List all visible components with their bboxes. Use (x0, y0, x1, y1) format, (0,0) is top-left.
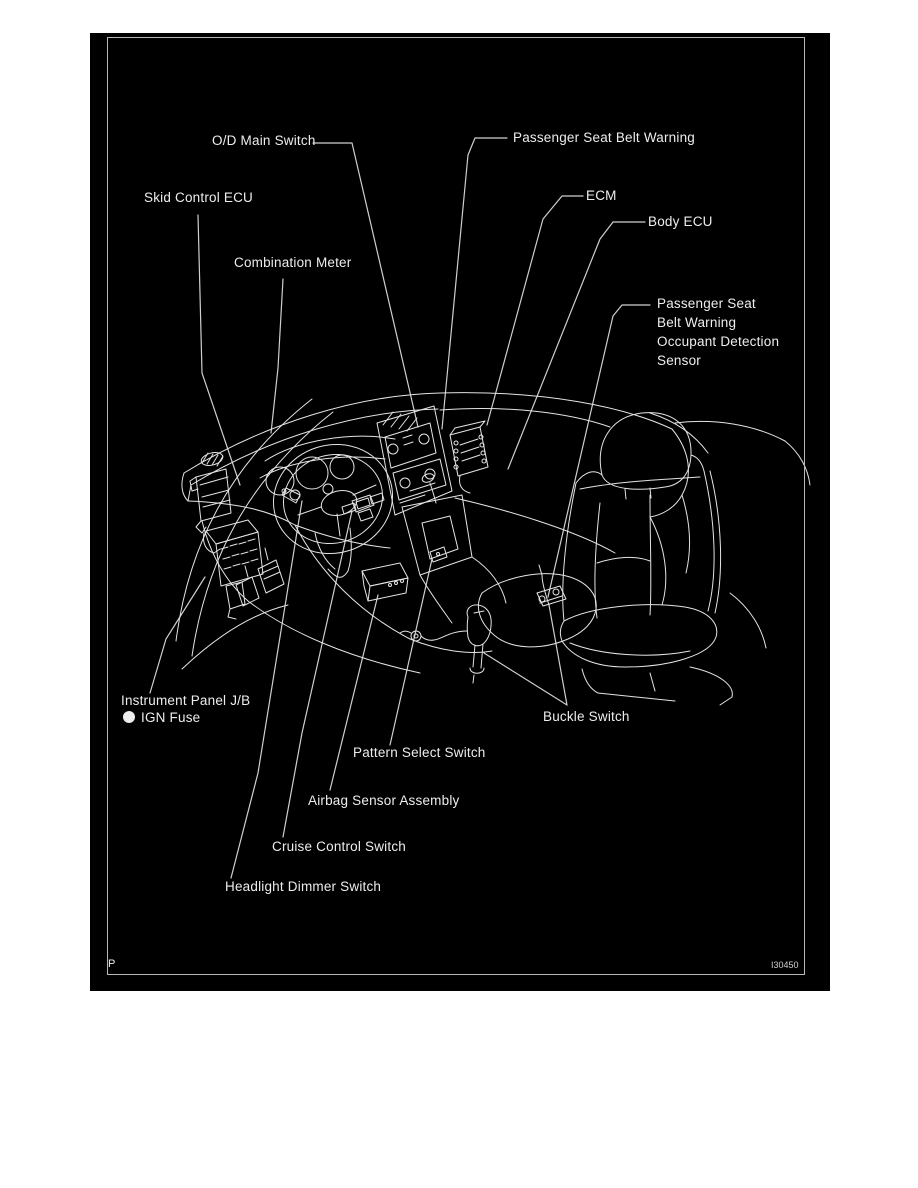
label-combination-meter: Combination Meter (234, 255, 352, 270)
label-od-main-switch: O/D Main Switch (212, 133, 316, 148)
label-ecm: ECM (586, 188, 617, 203)
ign-fuse-text: IGN Fuse (141, 710, 201, 725)
label-buckle-switch: Buckle Switch (543, 709, 630, 724)
footer-figure-id: I30450 (771, 960, 799, 970)
ign-fuse-bullet-icon (123, 711, 135, 723)
label-pattern-select-switch: Pattern Select Switch (353, 745, 486, 760)
label-headlight-dimmer-switch: Headlight Dimmer Switch (225, 879, 382, 894)
diagram-panel: O/D Main Switch Passenger Seat Belt Warn… (90, 33, 830, 991)
label-passenger-seat-belt-warning: Passenger Seat Belt Warning (513, 130, 695, 145)
dashboard-line-art (149, 137, 811, 879)
label-instrument-panel-jb: Instrument Panel J/B (121, 693, 251, 708)
label-skid-control-ecu: Skid Control ECU (144, 190, 253, 205)
callout-leader-lines (149, 137, 651, 879)
label-body-ecu: Body ECU (648, 214, 713, 229)
panel-inner-border (107, 37, 805, 975)
interior-drawing (175, 392, 811, 706)
label-airbag-sensor-assembly: Airbag Sensor Assembly (308, 793, 460, 808)
label-cruise-control-switch: Cruise Control Switch (272, 839, 406, 854)
label-ign-fuse: IGN Fuse (123, 708, 200, 727)
label-occupant-detection-sensor: Passenger Seat Belt Warning Occupant Det… (657, 296, 780, 368)
footer-page-code: P (108, 958, 116, 970)
